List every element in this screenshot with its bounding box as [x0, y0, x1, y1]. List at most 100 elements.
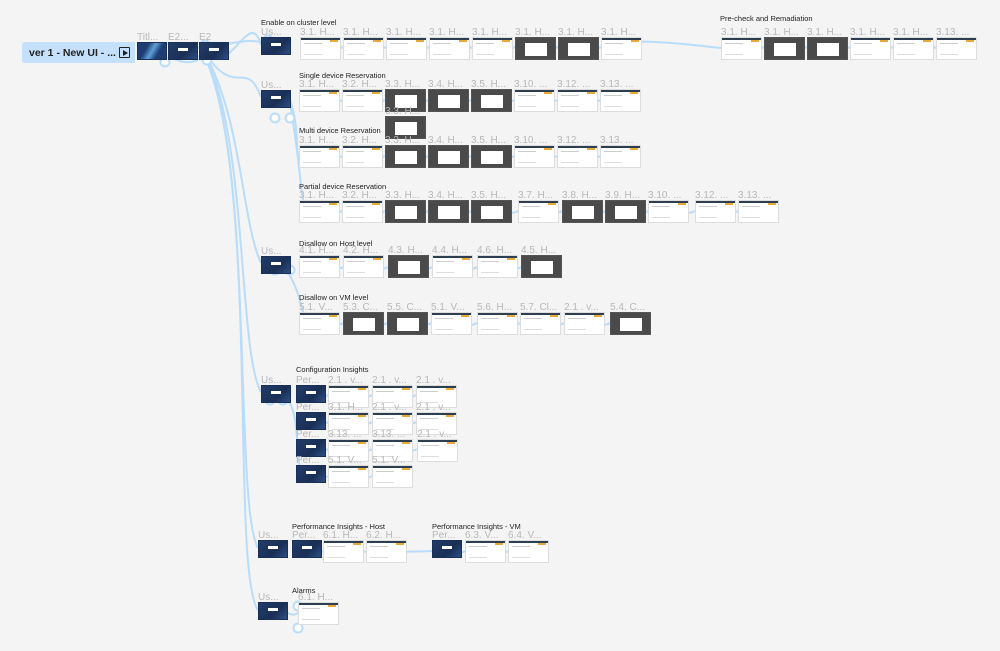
- frame-thumbnail[interactable]: [372, 412, 413, 435]
- frame-thumbnail[interactable]: [695, 200, 736, 223]
- frame-thumbnail[interactable]: [472, 37, 513, 60]
- section-title: Performance Insights - VM: [432, 522, 521, 531]
- connector-arrow: [204, 54, 262, 393]
- frame-thumbnail[interactable]: [600, 89, 641, 112]
- frame-thumbnail[interactable]: [258, 602, 288, 620]
- frame-label: 3.1. H...: [472, 27, 508, 38]
- frame-thumbnail[interactable]: [738, 200, 779, 223]
- frame-thumbnail[interactable]: [328, 465, 369, 488]
- frame-thumbnail[interactable]: [432, 540, 462, 558]
- frame-thumbnail[interactable]: [328, 439, 369, 462]
- frame-thumbnail[interactable]: [323, 540, 364, 563]
- frame-thumbnail[interactable]: [600, 145, 641, 168]
- frame-thumbnail[interactable]: [372, 465, 413, 488]
- frame-thumbnail[interactable]: [299, 200, 340, 223]
- frame-thumbnail[interactable]: [557, 145, 598, 168]
- frame-thumbnail[interactable]: [610, 312, 651, 335]
- frame-thumbnail[interactable]: [299, 145, 340, 168]
- frame-thumbnail[interactable]: [417, 439, 458, 462]
- start-frame[interactable]: [168, 42, 198, 60]
- frame-thumbnail[interactable]: [343, 255, 384, 278]
- hotspot-node[interactable]: [284, 112, 296, 124]
- frame-thumbnail[interactable]: [557, 89, 598, 112]
- frame-thumbnail[interactable]: [428, 200, 469, 223]
- frame-thumbnail[interactable]: [261, 37, 291, 55]
- frame-thumbnail[interactable]: [564, 312, 605, 335]
- frame-thumbnail[interactable]: [342, 200, 383, 223]
- frame-thumbnail[interactable]: [296, 465, 326, 483]
- frame-thumbnail[interactable]: [936, 37, 977, 60]
- frame-thumbnail[interactable]: [366, 540, 407, 563]
- start-frame[interactable]: [137, 42, 167, 60]
- frame-thumbnail[interactable]: [648, 200, 689, 223]
- frame-thumbnail[interactable]: [385, 89, 426, 112]
- play-prototype-icon[interactable]: [119, 47, 130, 58]
- frame-thumbnail[interactable]: [558, 37, 599, 60]
- frame-thumbnail[interactable]: [296, 412, 326, 430]
- frame-thumbnail[interactable]: [300, 37, 341, 60]
- frame-thumbnail[interactable]: [850, 37, 891, 60]
- start-frame[interactable]: [199, 42, 229, 60]
- frame-thumbnail[interactable]: [298, 602, 339, 625]
- frame-thumbnail[interactable]: [515, 37, 556, 60]
- frame-thumbnail[interactable]: [721, 37, 762, 60]
- frame-label: 5.7. Cl...: [520, 302, 558, 313]
- frame-label: Per...: [292, 530, 316, 541]
- frame-thumbnail[interactable]: [431, 312, 472, 335]
- frame-thumbnail[interactable]: [562, 200, 603, 223]
- frame-thumbnail[interactable]: [299, 312, 340, 335]
- frame-thumbnail[interactable]: [261, 256, 291, 274]
- frame-thumbnail[interactable]: [521, 255, 562, 278]
- frame-thumbnail[interactable]: [601, 37, 642, 60]
- frame-thumbnail[interactable]: [428, 89, 469, 112]
- frame-thumbnail[interactable]: [471, 200, 512, 223]
- frame-thumbnail[interactable]: [477, 312, 518, 335]
- frame-thumbnail[interactable]: [508, 540, 549, 563]
- frame-thumbnail[interactable]: [343, 37, 384, 60]
- frame-thumbnail[interactable]: [429, 37, 470, 60]
- frame-thumbnail[interactable]: [416, 385, 457, 408]
- frame-label: 3.9. H...: [605, 190, 641, 201]
- frame-thumbnail[interactable]: [388, 255, 429, 278]
- frame-thumbnail[interactable]: [387, 312, 428, 335]
- frame-thumbnail[interactable]: [514, 89, 555, 112]
- frame-thumbnail[interactable]: [518, 200, 559, 223]
- frame-thumbnail[interactable]: [261, 90, 291, 108]
- frame-thumbnail[interactable]: [343, 312, 384, 335]
- frame-thumbnail[interactable]: [471, 89, 512, 112]
- frame-thumbnail[interactable]: [465, 540, 506, 563]
- frame-thumbnail[interactable]: [299, 255, 340, 278]
- frame-thumbnail[interactable]: [605, 200, 646, 223]
- frame-thumbnail[interactable]: [299, 89, 340, 112]
- frame-thumbnail[interactable]: [432, 255, 473, 278]
- section-title: Single device Reservation: [299, 71, 386, 80]
- frame-thumbnail[interactable]: [386, 37, 427, 60]
- frame-thumbnail[interactable]: [416, 412, 457, 435]
- frame-thumbnail[interactable]: [258, 540, 288, 558]
- frame-thumbnail[interactable]: [385, 145, 426, 168]
- frame-thumbnail[interactable]: [328, 412, 369, 435]
- frame-thumbnail[interactable]: [428, 145, 469, 168]
- frame-thumbnail[interactable]: [477, 255, 518, 278]
- frame-thumbnail[interactable]: [764, 37, 805, 60]
- frame-thumbnail[interactable]: [520, 312, 561, 335]
- frame-thumbnail[interactable]: [372, 385, 413, 408]
- frame-thumbnail[interactable]: [385, 116, 426, 139]
- frame-label: 2.1 . v...: [417, 429, 452, 440]
- frame-thumbnail[interactable]: [296, 385, 326, 403]
- frame-thumbnail[interactable]: [292, 540, 322, 558]
- frame-thumbnail[interactable]: [372, 439, 413, 462]
- frame-thumbnail[interactable]: [328, 385, 369, 408]
- frame-thumbnail[interactable]: [342, 89, 383, 112]
- frame-thumbnail[interactable]: [893, 37, 934, 60]
- frame-thumbnail[interactable]: [807, 37, 848, 60]
- hotspot-node[interactable]: [269, 112, 281, 124]
- frame-thumbnail[interactable]: [261, 385, 291, 403]
- frame-thumbnail[interactable]: [385, 200, 426, 223]
- frame-thumbnail[interactable]: [296, 439, 326, 457]
- frame-thumbnail[interactable]: [471, 145, 512, 168]
- flow-start-button[interactable]: ver 1 - New UI - ...: [22, 42, 135, 63]
- frame-thumbnail[interactable]: [514, 145, 555, 168]
- frame-thumbnail[interactable]: [342, 145, 383, 168]
- frame-label: 3.12. ...: [557, 135, 591, 146]
